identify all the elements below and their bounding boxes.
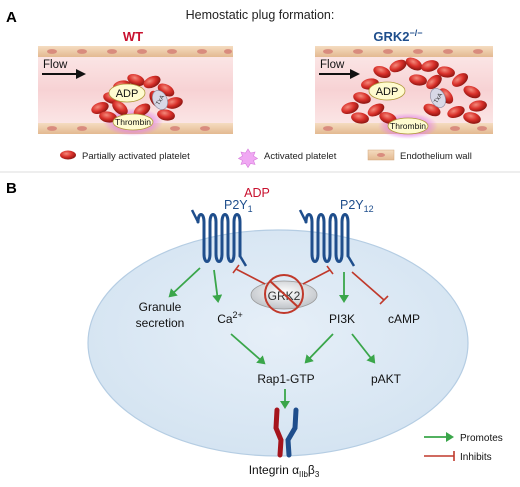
inhibition-edges: [232, 264, 389, 305]
ca-to-rap1-arrow: [230, 333, 266, 365]
ko-platelet-cluster: [341, 57, 487, 125]
integrin-label: Integrin αIIbβ3: [249, 463, 320, 479]
legend-activated-label: Activated platelet: [264, 151, 337, 162]
wt-top-wall: [38, 46, 233, 57]
wt-txa-bubble: [152, 90, 168, 110]
panel-b-letter: B: [6, 180, 17, 197]
wt-thrombin-bubble: [112, 113, 154, 131]
wt-thrombin-label: Thrombin: [115, 117, 151, 127]
wt-txa-label: TxA: [156, 94, 167, 106]
ko-thrombin-label: Thrombin: [390, 121, 426, 131]
wt-adp-bubble: [108, 83, 146, 103]
panel-a-legend: Partially activated platelet Activated p…: [60, 148, 472, 169]
p2y12-label: P2Y12: [340, 198, 374, 214]
p2y1-helices: [196, 213, 242, 263]
p2y1-to-ca-arrow: [212, 269, 223, 303]
panel-b-legend: Promotes Inhibits: [424, 432, 503, 463]
integrin-icon: [273, 407, 299, 458]
adp-ligand-label: ADP: [244, 186, 270, 200]
wt-flow-label: Flow: [43, 59, 68, 71]
ko-top-wall: [315, 46, 493, 57]
grk2-prohibition-slash: [269, 280, 299, 308]
granule-label-line1: Granule: [139, 300, 182, 314]
ko-adp-bubble: [368, 81, 406, 101]
legend-promotes-label: Promotes: [460, 433, 503, 444]
p2y1-to-granule-arrow: [168, 267, 201, 298]
grk2-label: GRK2: [268, 289, 301, 303]
wt-adp-label: ADP: [116, 88, 139, 100]
ko-txa-label: TxA: [434, 92, 445, 104]
wt-vessel: WT Flow: [38, 29, 233, 136]
camp-label: cAMP: [388, 312, 420, 326]
pi3k-to-pakt-arrow: [351, 333, 376, 364]
panel-b: B ADP P2Y1 P2Y12 GRK2: [6, 180, 503, 479]
legend-partial-label: Partially activated platelet: [82, 151, 190, 162]
p2y12-inhibits-camp: [351, 271, 385, 301]
grk2-knockout: GRK2: [250, 274, 318, 314]
ko-vessel: GRK2−/− Flow: [315, 28, 493, 139]
ko-txa-bubble: [430, 88, 446, 108]
rap1-label: Rap1-GTP: [257, 372, 314, 386]
p2y1-receptor: P2Y1: [190, 198, 253, 267]
promotion-edges: [168, 267, 376, 409]
panel-a: A Hemostatic plug formation: WT Flow: [6, 8, 493, 169]
grk2-inhibits-p2y1: [235, 268, 266, 285]
granule-label-line2: secretion: [136, 316, 185, 330]
grk2-inhibits-p2y12: [302, 269, 331, 285]
ko-adp-label: ADP: [376, 86, 399, 98]
legend-endothelium-label: Endothelium wall: [400, 151, 472, 162]
p2y12-helices: [304, 213, 350, 263]
pi3k-label: PI3K: [329, 312, 355, 326]
ko-flow-label: Flow: [320, 59, 345, 71]
p2y12-receptor: P2Y12: [298, 198, 374, 267]
grk2-prohibition-circle: [264, 274, 304, 314]
activated-platelet-swatch: [237, 148, 259, 169]
ko-label: GRK2−/−: [373, 28, 422, 44]
p2y1-label: P2Y1: [224, 198, 253, 214]
panel-a-letter: A: [6, 9, 17, 26]
legend-inhibits-label: Inhibits: [460, 452, 492, 463]
pi3k-to-rap1-arrow: [304, 333, 334, 364]
ca-label: Ca2+: [217, 310, 243, 326]
wt-label: WT: [123, 29, 143, 44]
pakt-label: pAKT: [371, 372, 402, 386]
ko-thrombin-bubble: [387, 117, 429, 135]
panel-a-title: Hemostatic plug formation:: [186, 8, 335, 22]
partial-platelet-swatch: [60, 150, 76, 160]
